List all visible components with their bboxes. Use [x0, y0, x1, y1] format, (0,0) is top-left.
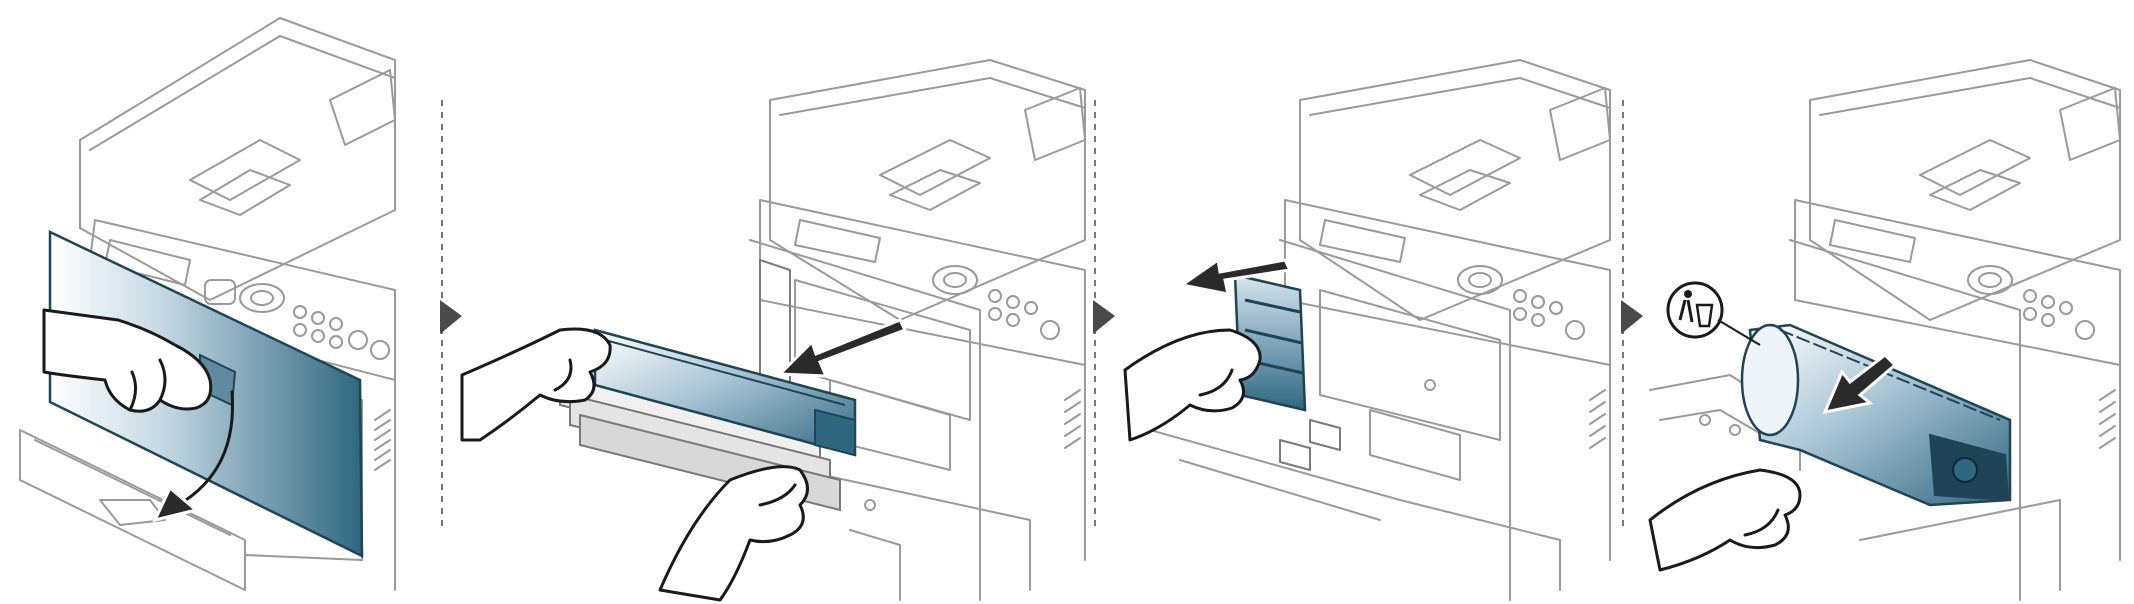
- step-arrow-icon: [1621, 300, 1643, 334]
- vent-grille: [2099, 389, 2116, 449]
- waste-toner-container: [1233, 273, 1307, 412]
- direction-arrow-icon: [1822, 353, 1898, 415]
- hand: [1648, 468, 1802, 572]
- direction-arrow-icon: [152, 390, 235, 523]
- vent-grille: [1064, 389, 1081, 449]
- panel-2: [460, 59, 1086, 602]
- printer-body: [1649, 59, 2121, 601]
- hand-right: [658, 465, 809, 602]
- hand: [42, 308, 213, 413]
- hand-left: [460, 327, 612, 442]
- imaging-unit: [1740, 323, 2012, 507]
- hand: [1123, 328, 1262, 442]
- step-arrow-icon: [440, 300, 462, 334]
- vent-grille: [1589, 389, 1606, 449]
- vent-grille: [374, 409, 391, 471]
- direction-arrow-icon: [1178, 257, 1293, 296]
- panel-1: [19, 17, 396, 591]
- printer-body: [1149, 59, 1611, 601]
- recycle-bin-icon: [1666, 281, 1761, 346]
- step-arrow-icon: [1093, 300, 1115, 334]
- panel-3: [1123, 59, 1611, 601]
- direction-arrow-icon: [776, 318, 908, 378]
- printer-body: [19, 17, 396, 591]
- panel-4: [1648, 59, 2121, 601]
